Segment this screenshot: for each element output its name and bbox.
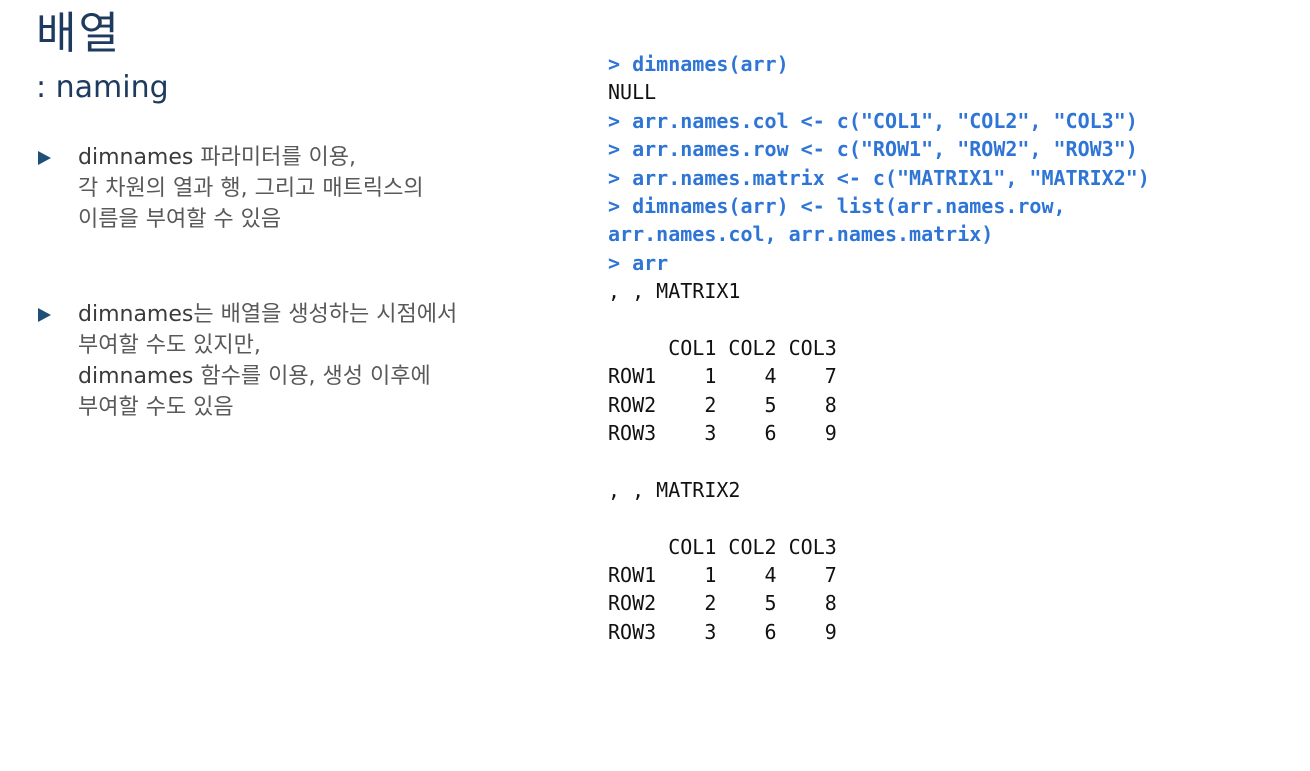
console-output-line: , , MATRIX1 [608,279,741,304]
console-output-line: ROW3 3 6 9 [608,619,837,644]
console-command-line: > arr [608,250,669,275]
bullet-line: 부여할 수도 있음 [78,392,576,423]
console-output-line [608,504,1298,532]
console-command-line: > dimnames(arr) [608,52,789,76]
console-output-line: NULL [608,80,657,105]
slide-title: 배열 [36,8,121,59]
keyword-text: dimnames [78,364,194,389]
console-output-line: ROW2 2 5 8 [608,392,837,417]
console-output-line: ROW1 1 4 7 [608,364,837,389]
console-output-line: , , MATRIX2 [608,477,741,502]
console-output-line: ROW3 3 6 9 [608,421,837,446]
console-output-line [608,447,1298,475]
triangle-bullet-icon [38,151,51,165]
r-console-output: > dimnames(arr) NULL > arr.names.col <- c(… [608,50,1298,646]
console-output-line: COL1 COL2 COL3 [608,534,837,559]
keyword-text: dimnames [78,302,194,327]
console-command-line: arr.names.col, arr.names.matrix) [608,222,994,247]
bullet-line: dimnames 파라미터를 이용, [78,142,576,173]
console-command-line: > dimnames(arr) <- list(arr.names.row, [608,193,1066,218]
bullet-line: dimnames는 배열을 생성하는 시점에서 [78,299,576,330]
keyword-text: dimnames [78,145,194,170]
console-command-line: > arr.names.row <- c("ROW1", "ROW2", "RO… [608,137,1138,162]
console-output-line: ROW1 1 4 7 [608,563,837,588]
bullet-text: 부여할 수도 있음 [78,395,234,420]
bullet-text: 는 배열을 생성하는 시점에서 [193,302,458,327]
bullet-line: 이름을 부여할 수 있음 [78,204,576,235]
bullet-text: 각 차원의 열과 행, 그리고 매트릭스의 [78,176,424,201]
triangle-bullet-icon [38,308,51,322]
console-output-line: COL1 COL2 COL3 [608,335,837,360]
slide-subtitle: : naming [36,70,169,105]
console-output-line: ROW2 2 5 8 [608,591,837,616]
bullet-text: 파라미터를 이용, [193,145,357,170]
bullet-line: dimnames 함수를 이용, 생성 이후에 [78,361,576,392]
bullet-text: 이름을 부여할 수 있음 [78,207,282,232]
console-output-line [608,306,1298,334]
bullet-text: 부여할 수도 있지만, [78,333,261,358]
bullet-line: 부여할 수도 있지만, [78,330,576,361]
console-command-line: > arr.names.col <- c("COL1", "COL2", "CO… [608,108,1138,133]
bullet-line: 각 차원의 열과 행, 그리고 매트릭스의 [78,173,576,204]
bullet-text: 함수를 이용, 생성 이후에 [193,364,431,389]
console-command-line: > arr.names.matrix <- c("MATRIX1", "MATR… [608,165,1150,190]
